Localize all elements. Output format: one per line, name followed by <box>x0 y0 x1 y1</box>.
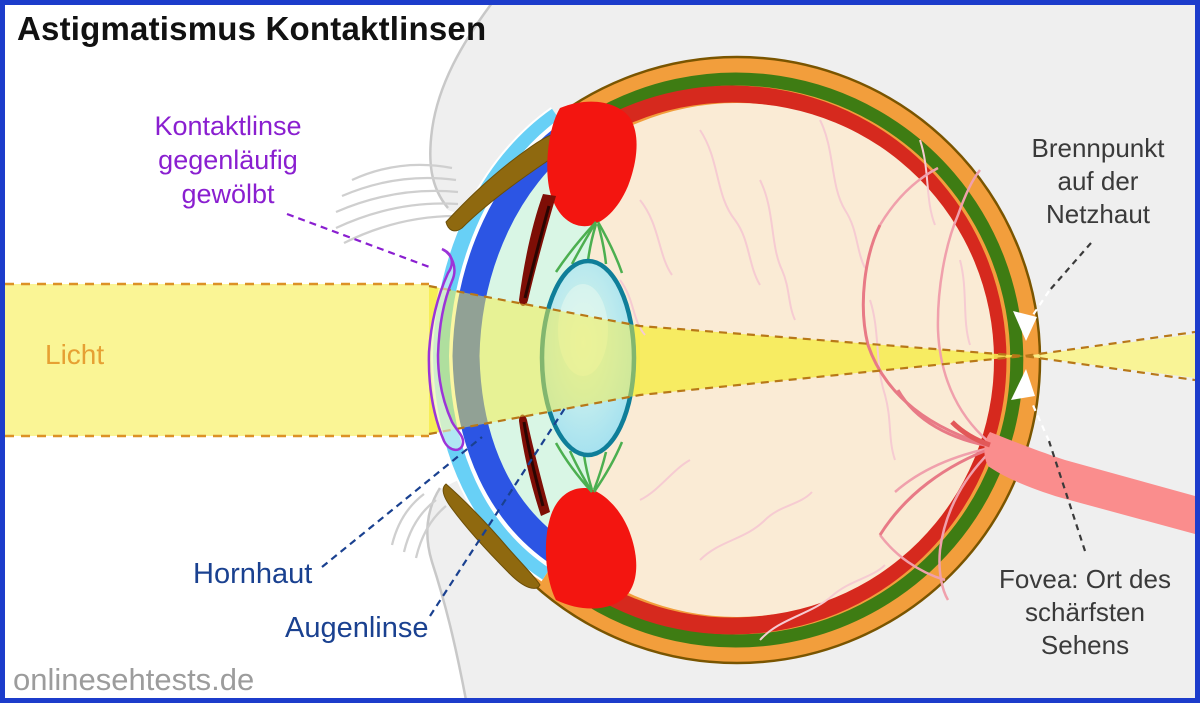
contact-lens-label-line3: gewölbt <box>181 179 275 209</box>
cornea-pointer <box>321 436 483 568</box>
lower-eyelid <box>442 483 541 589</box>
retina-ring <box>590 85 1007 635</box>
lower-eyelid-wrinkles <box>390 493 447 559</box>
zonule-fibers <box>554 221 624 493</box>
fovea-label: Fovea: Ort des schärfsten Sehens <box>988 563 1182 662</box>
focus-arrow-upper <box>1013 311 1037 341</box>
ciliary-bodies <box>545 101 637 609</box>
focal-point-label-line1: Brennpunkt <box>1031 133 1165 163</box>
fovea-label-line2: schärfsten <box>1025 597 1145 627</box>
choroid-ring <box>584 72 1024 648</box>
contact-lens-pointer <box>286 212 433 270</box>
fovea-label-line1: Fovea: Ort des <box>999 564 1171 594</box>
contact-lens-label-line1: Kontaktlinse <box>154 111 302 141</box>
ray-borders <box>428 284 1195 436</box>
contact-lens-label-line2: gegenläufig <box>158 145 298 175</box>
light-beam-anterior <box>429 286 640 434</box>
focal-point-label: Brennpunkt auf der Netzhaut <box>1009 132 1187 231</box>
focus-arrows <box>1011 311 1037 400</box>
optic-nerve <box>950 420 1195 534</box>
light-label: Licht <box>45 339 105 370</box>
contact-lens-shape <box>427 247 465 452</box>
eye-diagram-svg <box>5 5 1195 698</box>
watermark: onlinesehtests.de <box>13 662 255 697</box>
focus-arrow-lower <box>1011 369 1035 400</box>
fovea-pointer <box>1047 440 1087 552</box>
focal-point-label-line2: auf der <box>1057 166 1139 196</box>
cornea-label: Hornhaut <box>193 558 313 590</box>
upper-eyelid-wrinkles <box>335 163 459 245</box>
contact-lens-label: Kontaktlinse gegenläufig gewölbt <box>121 109 335 211</box>
fovea-label-line3: Sehens <box>1040 630 1130 660</box>
light-beam-incoming <box>5 282 429 438</box>
eye-lens-label: Augenlinse <box>285 612 429 644</box>
iris <box>519 194 556 516</box>
diagram-title: Astigmatismus Kontaktlinsen <box>17 10 487 47</box>
light-beam-diverging <box>1024 334 1195 378</box>
focal-point-label-line3: Netzhaut <box>1045 199 1151 229</box>
lens-pointer <box>429 404 568 617</box>
retinal-vessels <box>619 119 996 641</box>
annotation-lines <box>286 212 1092 617</box>
